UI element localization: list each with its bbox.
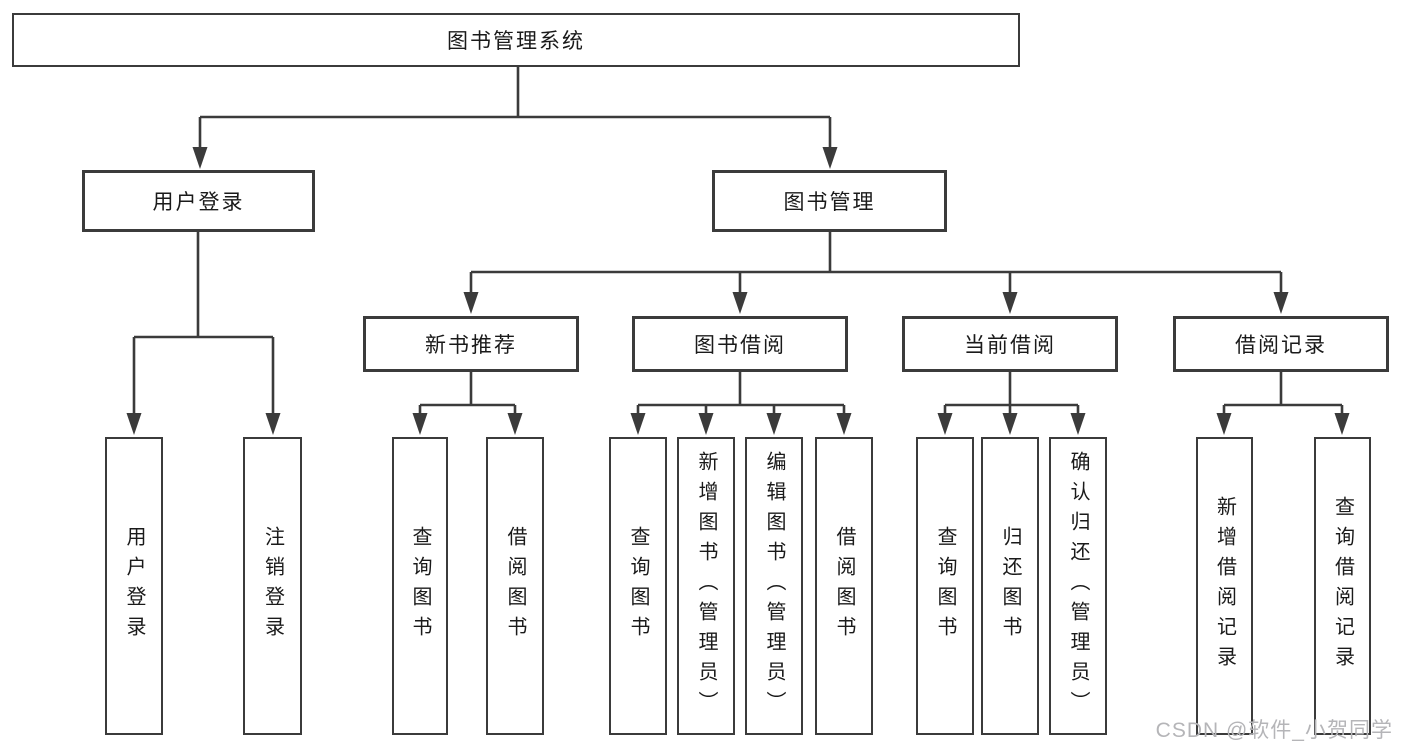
node-current-borrow: 当前借阅 [902, 316, 1118, 372]
node-user-login-label: 用户登录 [152, 191, 245, 214]
node-user-login: 用户登录 [82, 170, 315, 232]
leaf-borrow-books-recommend-label: 借阅图书 [504, 526, 526, 646]
node-book-borrow-label: 图书借阅 [694, 334, 786, 357]
node-root-label: 图书管理系统 [447, 30, 585, 53]
leaf-query-books-recommend: 查询图书 [392, 437, 448, 735]
leaf-return-book: 归还图书 [981, 437, 1039, 735]
leaf-user-login-label: 用户登录 [123, 526, 145, 646]
leaf-add-book-admin: 新增图书（管理员） [677, 437, 735, 735]
leaf-borrow-books-recommend: 借阅图书 [486, 437, 544, 735]
leaf-query-books-current-label: 查询图书 [934, 526, 956, 646]
leaf-add-borrow-record-label: 新增借阅记录 [1213, 496, 1236, 676]
node-borrow-records: 借阅记录 [1173, 316, 1389, 372]
node-book-borrow: 图书借阅 [632, 316, 848, 372]
leaf-user-login: 用户登录 [105, 437, 163, 735]
leaf-edit-book-admin-label: 编辑图书（管理员） [763, 451, 785, 721]
leaf-logout-label: 注销登录 [261, 526, 284, 646]
node-book-management: 图书管理 [712, 170, 947, 232]
leaf-borrow-books-label: 借阅图书 [833, 526, 855, 646]
leaf-add-book-admin-label: 新增图书（管理员） [695, 451, 717, 721]
node-root: 图书管理系统 [12, 13, 1020, 67]
leaf-confirm-return-admin-label: 确认归还（管理员） [1067, 451, 1089, 721]
csdn-watermark: CSDN @软件_小贺同学 [1155, 719, 1393, 742]
leaf-query-books-borrow-label: 查询图书 [627, 526, 649, 646]
leaf-query-borrow-record: 查询借阅记录 [1314, 437, 1371, 735]
leaf-logout: 注销登录 [243, 437, 302, 735]
leaf-query-books-recommend-label: 查询图书 [409, 526, 431, 646]
leaf-confirm-return-admin: 确认归还（管理员） [1049, 437, 1107, 735]
leaf-borrow-books: 借阅图书 [815, 437, 873, 735]
leaf-add-borrow-record: 新增借阅记录 [1196, 437, 1253, 735]
leaf-query-borrow-record-label: 查询借阅记录 [1331, 496, 1354, 676]
leaf-edit-book-admin: 编辑图书（管理员） [745, 437, 803, 735]
leaf-query-books-current: 查询图书 [916, 437, 974, 735]
node-current-borrow-label: 当前借阅 [964, 334, 1056, 357]
node-new-book-recommend: 新书推荐 [363, 316, 579, 372]
node-new-book-recommend-label: 新书推荐 [425, 334, 517, 357]
leaf-return-book-label: 归还图书 [999, 526, 1021, 646]
node-book-management-label: 图书管理 [783, 191, 876, 214]
leaf-query-books-borrow: 查询图书 [609, 437, 667, 735]
node-borrow-records-label: 借阅记录 [1235, 334, 1327, 357]
